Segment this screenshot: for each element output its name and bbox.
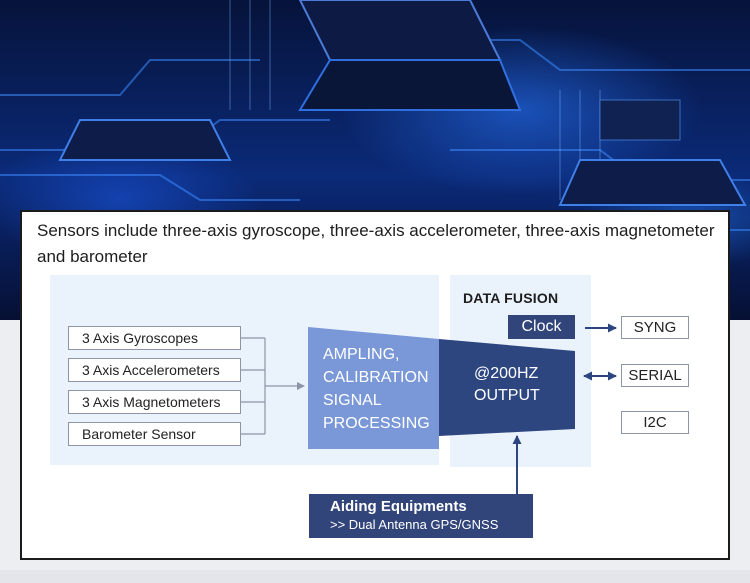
processing-line: CALIBRATION <box>323 369 429 386</box>
aiding-subtitle: >> Dual Antenna GPS/GNSS <box>330 517 499 532</box>
output-label: @200HZ OUTPUT <box>474 363 540 407</box>
circuit-board-graphic <box>0 0 750 231</box>
processing-line: SIGNAL <box>323 392 382 409</box>
aiding-title: Aiding Equipments <box>330 498 467 515</box>
output-line: OUTPUT <box>474 387 540 404</box>
sensor-barometer: Barometer Sensor <box>68 422 241 446</box>
diagram-graphics <box>241 323 617 494</box>
sensor-magnetometers: 3 Axis Magnetometers <box>68 390 241 414</box>
diagram-caption: Sensors include three-axis gyroscope, th… <box>37 221 715 266</box>
processing-line: AMPLING, <box>323 346 400 363</box>
output-i2c: I2C <box>621 411 689 434</box>
output-syng: SYNG <box>621 316 689 339</box>
output-serial: SERIAL <box>621 364 689 387</box>
sensor-connectors <box>241 337 266 435</box>
aiding-equipments-box: Aiding Equipments >> Dual Antenna GPS/GN… <box>309 494 533 538</box>
processing-block <box>308 327 439 449</box>
sensor-accelerometers: 3 Axis Accelerometers <box>68 358 241 382</box>
output-line: @200HZ <box>474 365 539 382</box>
output-block <box>439 339 575 436</box>
diagram-panel: Sensors include three-axis gyroscope, th… <box>20 210 730 560</box>
bottom-strip <box>0 570 750 583</box>
sensor-gyroscopes: 3 Axis Gyroscopes <box>68 326 241 350</box>
clock-box: Clock <box>508 315 575 339</box>
processing-line: PROCESSING <box>323 415 430 432</box>
processing-label: AMPLING, CALIBRATION SIGNAL PROCESSING <box>323 343 430 435</box>
data-fusion-title: DATA FUSION <box>463 290 559 306</box>
